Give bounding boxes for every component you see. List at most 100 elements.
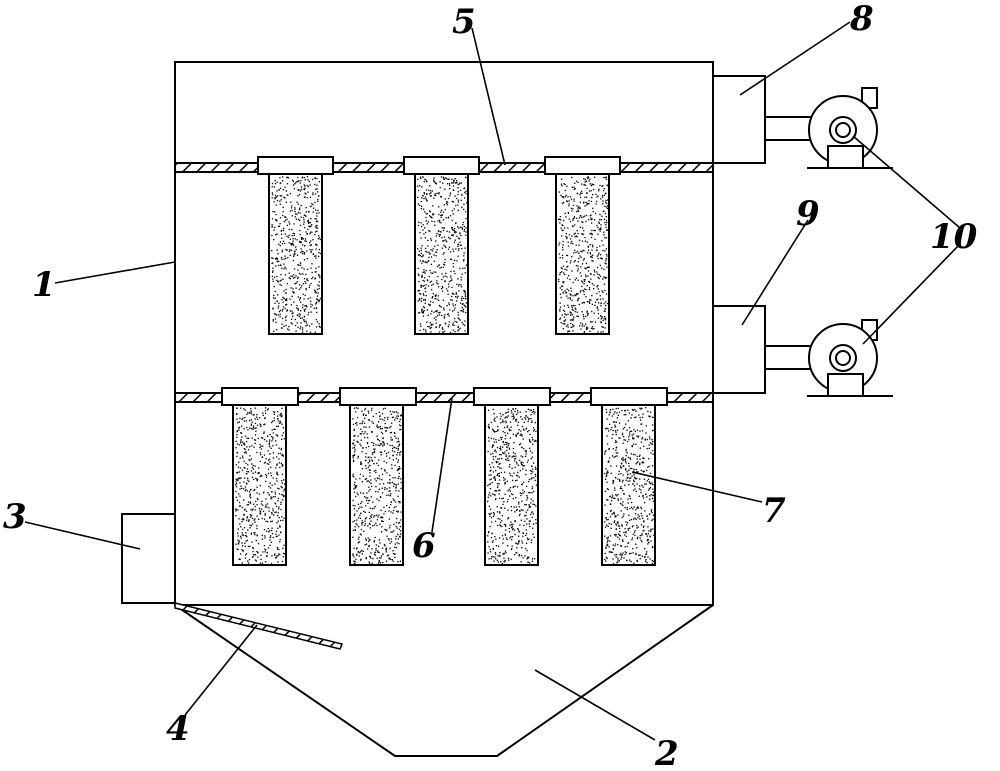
speckle-dot — [259, 507, 261, 510]
speckle-dot — [640, 508, 643, 510]
speckle-dot — [422, 306, 425, 308]
speckle-dot — [452, 266, 455, 268]
speckle-dot — [299, 284, 301, 286]
speckle-dot — [366, 442, 369, 445]
speckle-dot — [355, 422, 357, 424]
speckle-dot — [235, 509, 237, 511]
speckle-dot — [393, 451, 396, 453]
speckle-dot — [307, 280, 309, 282]
speckle-dot — [590, 217, 592, 219]
speckle-dot — [316, 298, 318, 300]
speckle-dot — [579, 192, 582, 194]
speckle-dot — [527, 420, 529, 423]
speckle-dot — [270, 496, 272, 498]
speckle-dot — [513, 458, 516, 460]
speckle-dot — [304, 227, 306, 229]
speckle-dot — [281, 494, 283, 496]
speckle-dot — [494, 449, 496, 451]
speckle-dot — [518, 555, 520, 557]
speckle-dot — [271, 429, 273, 431]
speckle-dot — [312, 192, 314, 194]
speckle-dot — [492, 408, 494, 411]
speckle-dot — [581, 302, 583, 304]
speckle-dot — [634, 416, 636, 419]
speckle-dot — [385, 462, 388, 464]
speckle-dot — [581, 285, 583, 288]
speckle-dot — [256, 515, 258, 517]
speckle-dot — [421, 297, 423, 300]
speckle-dot — [368, 522, 370, 525]
speckle-dot — [316, 224, 318, 227]
speckle-dot — [635, 490, 637, 492]
speckle-dot — [571, 306, 573, 309]
speckle-dot — [249, 493, 251, 495]
speckle-dot — [612, 481, 614, 483]
speckle-dot — [275, 557, 278, 559]
speckle-dot — [384, 510, 387, 513]
speckle-dot — [606, 481, 608, 483]
speckle-dot — [271, 218, 274, 220]
speckle-dot — [254, 532, 256, 534]
speckle-dot — [607, 536, 609, 538]
speckle-dot — [250, 458, 253, 460]
speckle-dot — [430, 216, 432, 218]
speckle-dot — [420, 222, 422, 224]
fan-hub-inner — [835, 350, 851, 366]
speckle-dot — [364, 478, 366, 480]
speckle-dot — [490, 495, 492, 497]
speckle-dot — [497, 555, 499, 557]
speckle-dot — [617, 407, 619, 409]
speckle-dot — [433, 177, 435, 179]
speckle-dot — [465, 227, 467, 229]
speckle-dot — [591, 222, 593, 224]
speckle-dot — [306, 250, 308, 252]
speckle-dot — [292, 288, 294, 290]
speckle-dot — [271, 192, 273, 194]
speckle-dot — [438, 286, 440, 288]
speckle-dot — [494, 476, 496, 478]
speckle-dot — [236, 499, 238, 501]
speckle-dot — [308, 222, 310, 224]
speckle-dot — [590, 219, 592, 221]
speckle-dot — [446, 276, 448, 278]
speckle-dot — [635, 410, 637, 412]
speckle-dot — [281, 327, 283, 329]
speckle-dot — [513, 455, 515, 457]
speckle-dot — [515, 506, 517, 508]
speckle-dot — [533, 430, 535, 432]
speckle-dot — [284, 216, 286, 218]
speckle-dot — [619, 437, 621, 439]
speckle-dot — [605, 517, 607, 519]
speckle-dot — [382, 445, 384, 447]
speckle-dot — [530, 502, 532, 504]
speckle-dot — [573, 316, 575, 318]
speckle-dot — [308, 211, 310, 213]
speckle-dot — [446, 305, 448, 307]
speckle-dot — [446, 204, 449, 206]
speckle-dot — [583, 302, 586, 304]
speckle-dot — [525, 514, 527, 517]
speckle-dot — [519, 510, 521, 512]
speckle-dot — [607, 538, 609, 540]
speckle-dot — [623, 492, 625, 495]
speckle-dot — [385, 529, 387, 532]
speckle-dot — [645, 553, 647, 556]
speckle-dot — [281, 298, 283, 301]
speckle-dot — [315, 209, 317, 211]
speckle-dot — [514, 466, 516, 469]
speckle-dot — [279, 420, 281, 422]
speckle-dot — [518, 503, 520, 505]
speckle-dot — [458, 238, 461, 240]
speckle-dot — [531, 558, 534, 560]
speckle-dot — [374, 554, 376, 556]
speckle-dot — [489, 525, 491, 528]
speckle-dot — [297, 176, 299, 179]
speckle-dot — [597, 226, 599, 229]
speckle-dot — [279, 526, 281, 528]
speckle-dot — [277, 253, 279, 255]
speckle-dot — [424, 247, 427, 249]
speckle-dot — [388, 506, 390, 509]
speckle-dot — [379, 542, 381, 544]
speckle-dot — [354, 560, 356, 563]
speckle-dot — [498, 475, 500, 477]
